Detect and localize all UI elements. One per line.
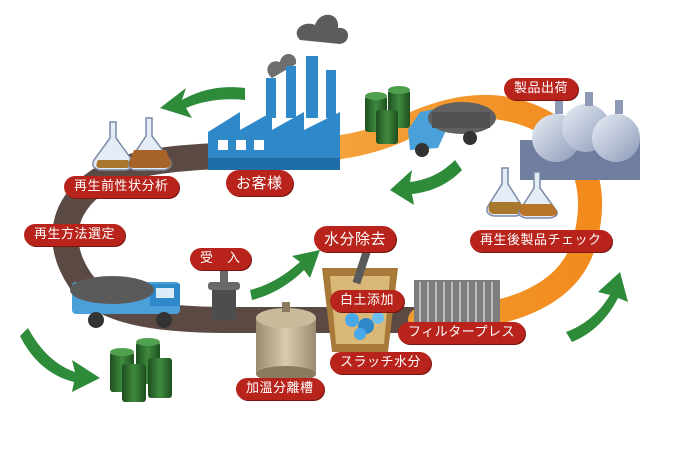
label-heating-tank: 加温分離槽 <box>236 378 324 400</box>
storage-spheres <box>520 92 640 180</box>
arrow-bottom-left <box>20 328 100 392</box>
label-post-check: 再生後製品チェック <box>470 230 612 252</box>
pump-icon <box>208 270 240 320</box>
factory-icon <box>208 14 349 170</box>
tanker-truck-top <box>408 102 496 157</box>
arrow-middle-right <box>390 160 462 205</box>
label-method-selection: 再生方法選定 <box>24 224 126 246</box>
oil-drums-bottom <box>110 338 172 402</box>
flasks-post <box>486 167 558 219</box>
label-receiving: 受 入 <box>190 248 251 270</box>
label-dehydration: 水分除去 <box>314 226 397 252</box>
tanker-truck-bottom <box>70 276 180 328</box>
label-product-shipping: 製品出荷 <box>504 78 579 100</box>
heating-tank-icon <box>256 302 316 382</box>
oil-drums-top <box>365 86 410 144</box>
filter-press-icon <box>414 280 500 328</box>
arrow-dehydration <box>250 250 320 300</box>
label-clay-addition: 白土添加 <box>330 290 405 312</box>
arrow-top-left <box>160 87 245 118</box>
label-customer: お客様 <box>226 170 293 196</box>
label-sludge-water: スラッチ水分 <box>330 352 432 374</box>
arrow-bottom-right <box>566 272 628 342</box>
flasks-pre <box>92 117 172 171</box>
label-filter-press: フィルタープレス <box>398 322 525 344</box>
label-pre-analysis: 再生前性状分析 <box>64 176 179 198</box>
